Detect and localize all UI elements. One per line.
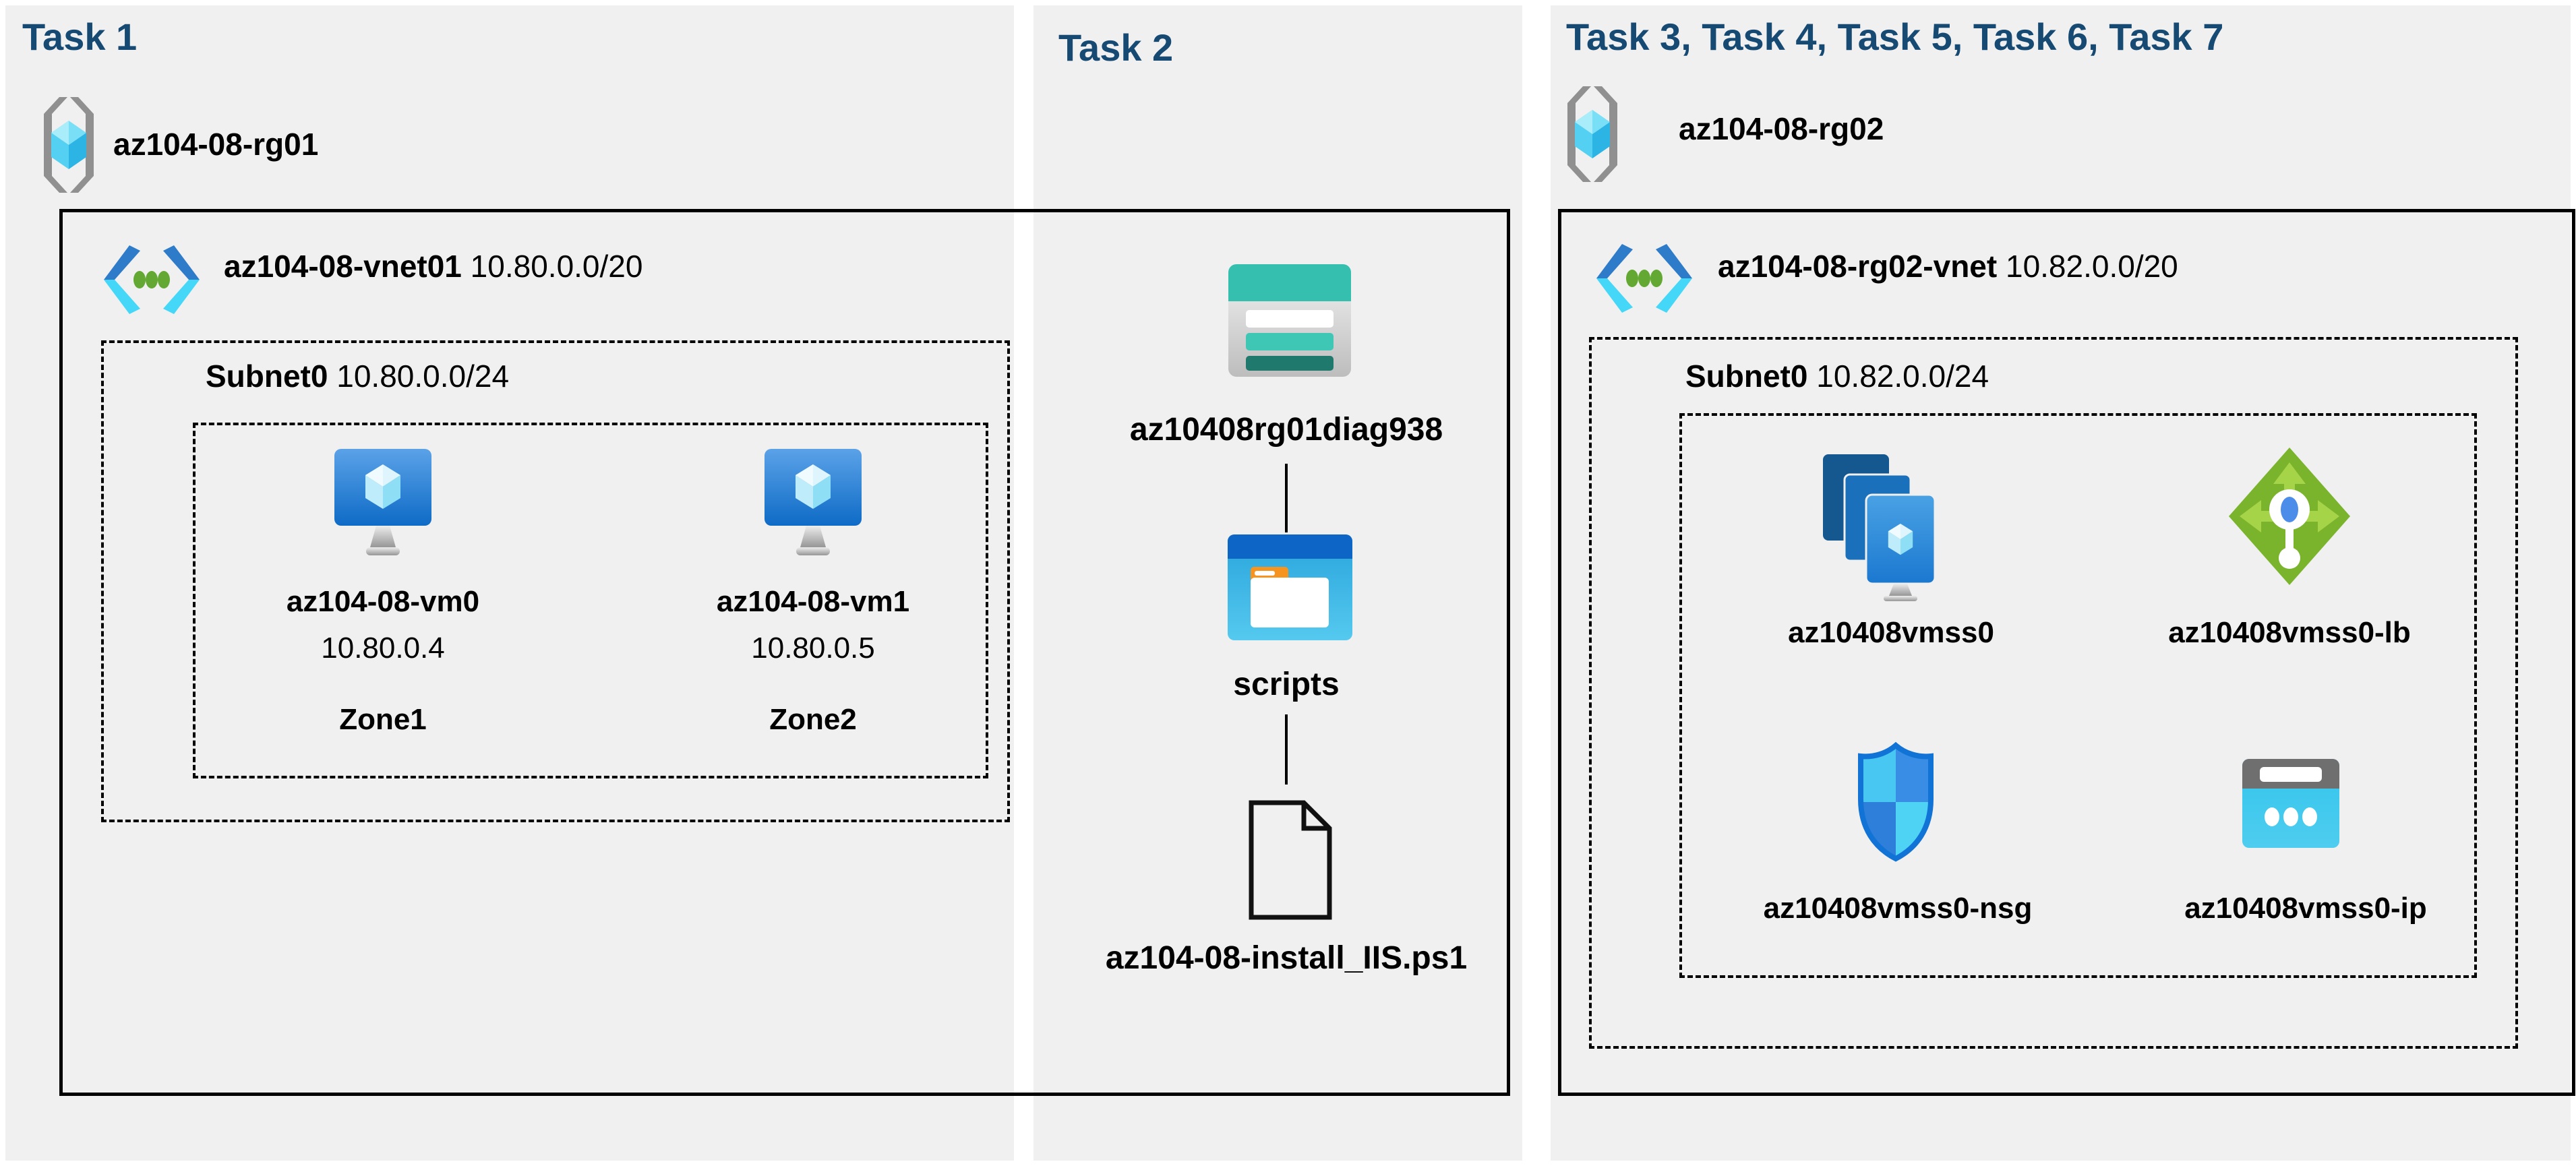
vm-zone-box: [193, 423, 988, 778]
load-balancer-name: az10408vmss0-lb: [2168, 616, 2411, 649]
file-icon: [1249, 800, 1332, 920]
vm-ip: 10.80.0.5: [751, 632, 875, 665]
connector-line: [1285, 464, 1288, 532]
vnet-label: az104-08-rg02-vnet 10.82.0.0/20: [1718, 248, 2178, 284]
vnet01-box: [59, 209, 1510, 1096]
subnet-name: Subnet0: [1685, 359, 1808, 394]
subnet-name: Subnet0: [206, 359, 328, 394]
subnet0-box: [101, 340, 1010, 822]
subnet-label: Subnet0 10.82.0.0/24: [1685, 358, 1989, 394]
task2-title: Task 2: [1058, 26, 1174, 69]
vnet-name: az104-08-vnet01: [224, 249, 462, 284]
vnet-cidr: 10.80.0.0/20: [470, 249, 643, 284]
subnet-label: Subnet0 10.80.0.0/24: [206, 358, 509, 394]
file-name: az104-08-install_IIS.ps1: [1105, 940, 1468, 976]
vm-name: az104-08-vm0: [286, 585, 480, 618]
virtual-machine-icon: [765, 449, 862, 555]
task3-title: Task 3, Task 4, Task 5, Task 6, Task 7: [1566, 16, 2224, 58]
vmss-name: az10408vmss0: [1788, 616, 1994, 649]
subnet-cidr: 10.82.0.0/24: [1816, 359, 1989, 394]
subnet0-box: [1589, 337, 2518, 1049]
task1-title: Task 1: [22, 16, 138, 58]
network-security-group-icon: [1858, 741, 1934, 862]
connector-line: [1285, 714, 1288, 785]
resource-group-name: az104-08-rg01: [113, 127, 319, 162]
vnet-name: az104-08-rg02-vnet: [1718, 249, 1998, 284]
panel-task1: [5, 5, 1014, 1161]
subnet-cidr: 10.80.0.0/24: [336, 359, 510, 394]
vm-labels: az104-08-vm1 10.80.0.5 Zone2: [678, 585, 948, 737]
virtual-network-icon: [1596, 244, 1692, 313]
vm-zone: Zone2: [769, 703, 857, 737]
vm-ip: 10.80.0.4: [321, 632, 445, 665]
nsg-name: az10408vmss0-nsg: [1763, 892, 2033, 925]
rg02-vnet-box: [1558, 209, 2575, 1096]
storage-account-name: az10408rg01diag938: [1129, 412, 1443, 448]
resource-group-icon: [44, 97, 94, 193]
load-balancer-icon: [2229, 448, 2350, 585]
vm-name: az104-08-vm1: [716, 585, 910, 618]
storage-account-icon: [1228, 264, 1351, 377]
vm-scale-set-icon: [1823, 454, 1936, 601]
public-ip-icon: [2242, 759, 2339, 848]
vmss-resources-box: [1679, 413, 2477, 978]
panel-task3: [1551, 5, 2571, 1161]
vm-zone: Zone1: [339, 703, 427, 737]
resource-group-icon: [1567, 86, 1617, 182]
vnet-cidr: 10.82.0.0/20: [2005, 249, 2178, 284]
container-name: scripts: [1233, 667, 1340, 702]
virtual-machine-icon: [334, 449, 431, 555]
public-ip-name: az10408vmss0-ip: [2184, 892, 2427, 925]
blob-container-icon: [1228, 534, 1352, 640]
resource-group-name: az104-08-rg02: [1679, 111, 1884, 146]
vnet-label: az104-08-vnet01 10.80.0.0/20: [224, 248, 642, 284]
virtual-network-icon: [104, 245, 200, 314]
vm-labels: az104-08-vm0 10.80.0.4 Zone1: [248, 585, 518, 737]
